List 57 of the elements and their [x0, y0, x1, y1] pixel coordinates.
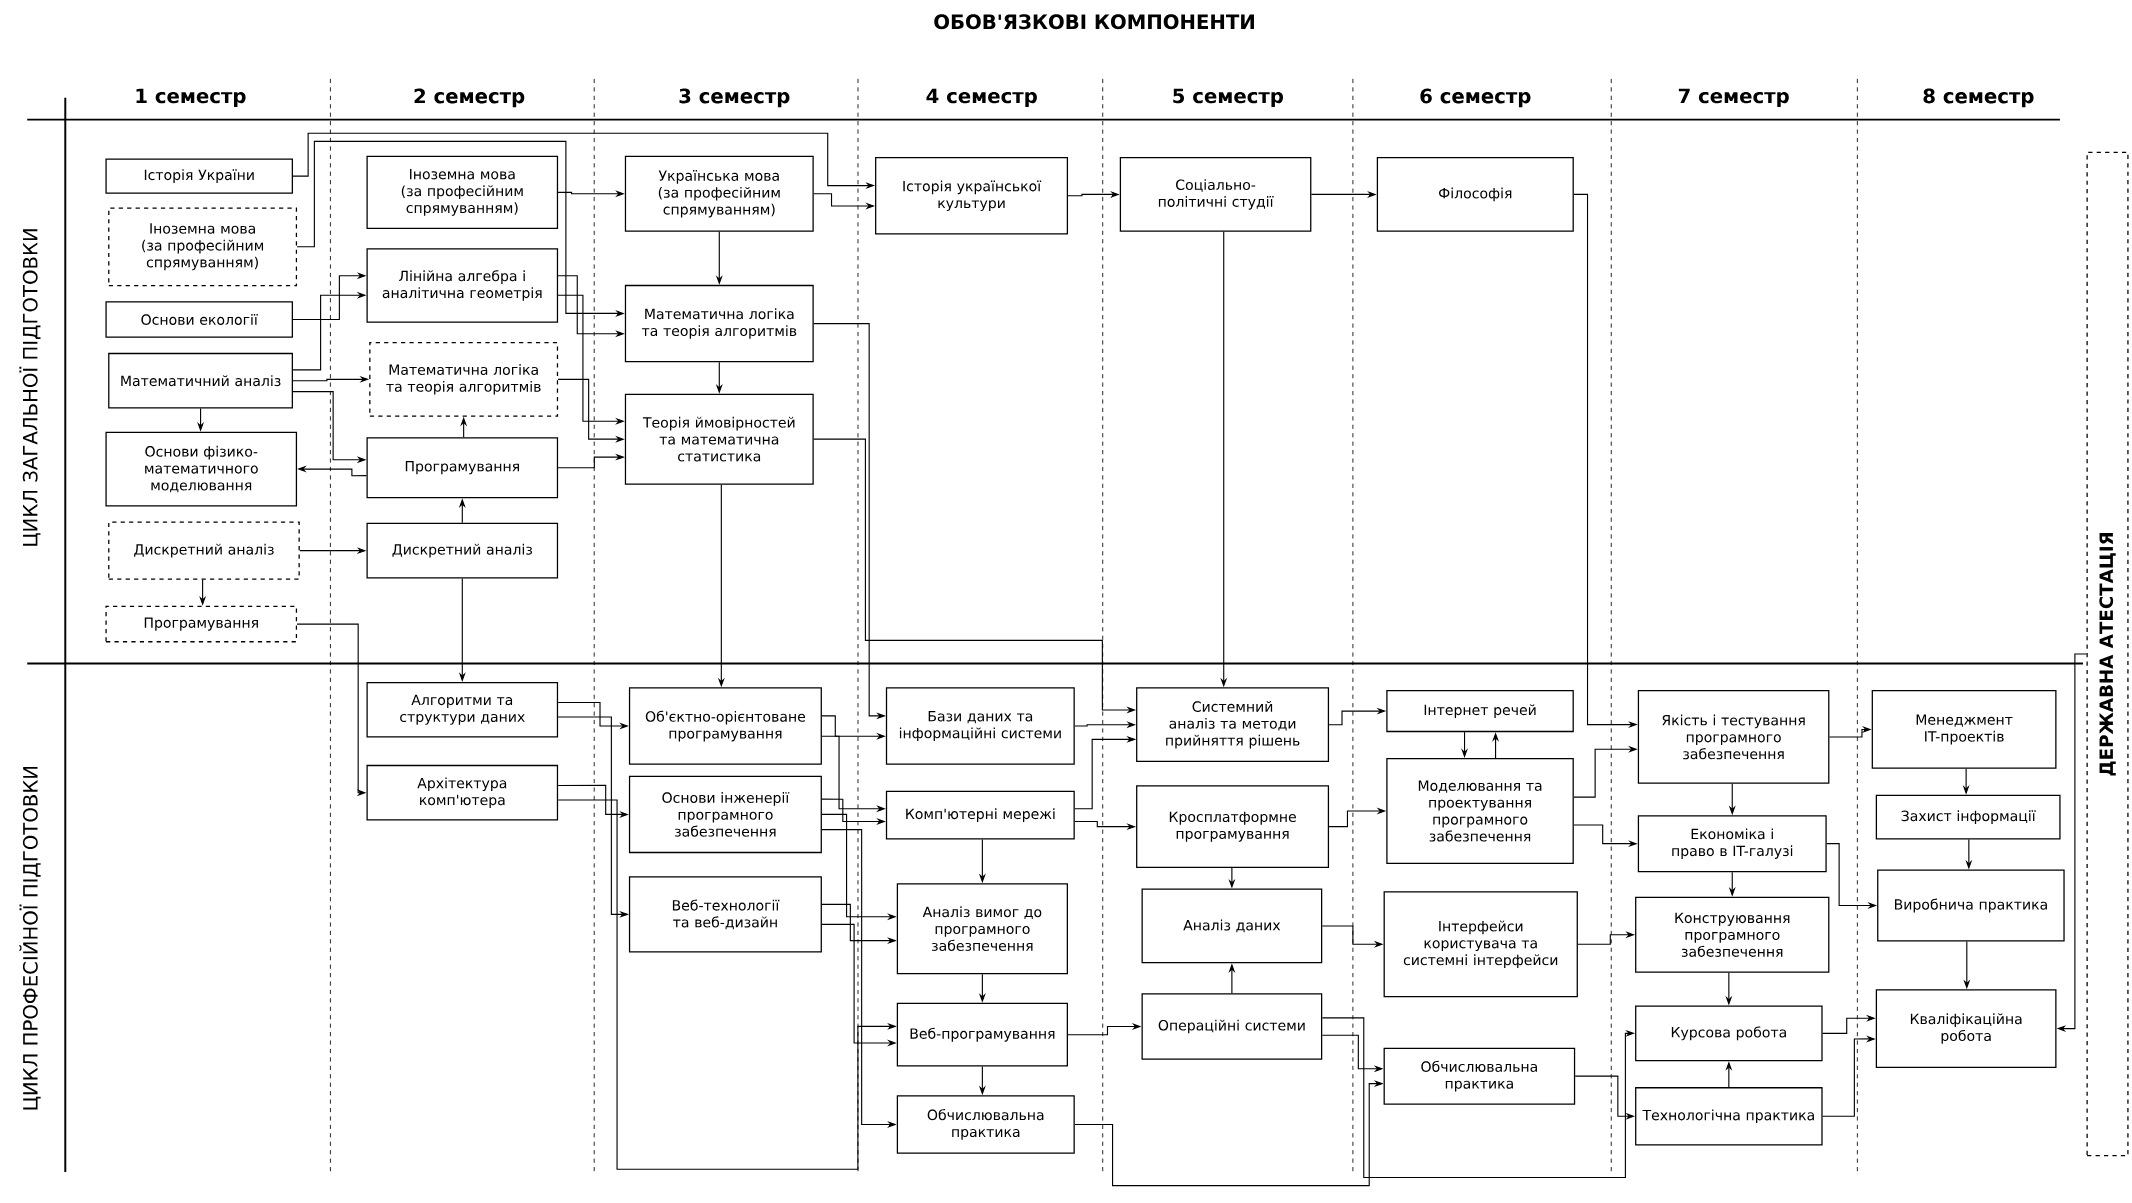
course-box: Виробнича практика — [1877, 869, 2065, 942]
course-box: Математичний аналіз — [108, 352, 293, 409]
course-box: Курсова робота — [1635, 1005, 1823, 1062]
course-box: Веб-програмування — [896, 1002, 1068, 1067]
dashed-course-box: Іноземна мова (за професійним спрямуванням) — [108, 207, 298, 287]
course-box: Українська мова (за професійним спрямуванням) — [624, 155, 814, 232]
course-box: Основи екології — [105, 301, 293, 338]
course-box: Захист інформації — [1875, 794, 2061, 840]
course-box: Системний аналіз та методи прийняття рішень — [1136, 687, 1330, 763]
course-box: Технологічна практика — [1635, 1087, 1823, 1146]
course-box: Кросплатформне програмування — [1136, 785, 1330, 869]
course-box: Інтернет речей — [1386, 690, 1574, 733]
course-box: Об'єктно-орієнтоване програмування — [628, 687, 822, 765]
course-box: Комп'ютерні мережі — [885, 790, 1075, 840]
course-box: Соціально-політичні студії — [1119, 157, 1312, 232]
course-box: Конструювання програмного забезпечення — [1635, 896, 1830, 973]
semester-header: 4 семестр — [926, 88, 1037, 108]
course-box: Обчислювальна практика — [1383, 1047, 1576, 1105]
dashed-box: ДЕРЖАВНА АТЕСТАЦІЯ — [2086, 151, 2129, 1157]
cycle-label: ЦИКЛ ПРОФЕСІЙНОЇ ПІДГОТОВКИ — [19, 766, 41, 1110]
course-box: Програмування — [366, 437, 559, 499]
course-box: Основи інженерії програмного забезпечення — [628, 775, 822, 854]
course-box: Дискретний аналіз — [366, 522, 559, 579]
cycle-label: ЦИКЛ ЗАГАЛЬНОЇ ПІДГОТОВКИ — [19, 229, 41, 546]
semester-header: 5 семестр — [1173, 88, 1283, 108]
dashed-course-box: Математична логіка та теорія алгоритмів — [369, 342, 559, 417]
dashed-course-box: Дискретний аналіз — [108, 521, 300, 580]
semester-header: 8 семестр — [1923, 88, 2034, 108]
title: ОБОВ'ЯЗКОВІ КОМПОНЕНТИ — [934, 14, 1254, 30]
course-box: Іноземна мова (за професійним спрямуванням) — [366, 155, 559, 230]
semester-header: 1 семестр — [136, 88, 246, 108]
semester-header: 7 семестр — [1678, 88, 1789, 108]
course-box: Математична логіка та теорія алгоритмів — [624, 284, 814, 363]
course-box: Основи фізико-математичного моделювання — [105, 431, 298, 507]
course-box: Теорія ймовірностей та математична статистика — [624, 393, 814, 485]
course-box: Філософія — [1376, 157, 1574, 232]
course-box: Аналіз даних — [1141, 888, 1323, 964]
course-box: Лінійна алгебра і аналітична геометрія — [366, 248, 559, 323]
course-box: Веб-технології та веб-дизайн — [628, 876, 822, 953]
course-box: Бази даних та інформаційні системи — [885, 687, 1075, 765]
course-box: Історія України — [105, 158, 293, 194]
course-box: Менеджмент IT-проектів — [1871, 690, 2057, 769]
semester-header: 6 семестр — [1420, 88, 1531, 108]
course-box: Кваліфікаційна робота — [1875, 989, 2057, 1068]
course-box: Обчислювальна практика — [896, 1095, 1075, 1154]
course-box: Операційні системи — [1141, 993, 1323, 1060]
course-box: Алгоритми та структури даних — [366, 681, 559, 738]
course-box: Інтерфейси користувача та системні інтерфейси — [1383, 891, 1578, 998]
course-box: Економіка і право в IT-галузі — [1637, 815, 1827, 873]
course-box: Аналіз вимог до програмного забезпечення — [896, 883, 1068, 975]
course-box: Моделювання та проектування програмного забезпечення — [1386, 758, 1574, 864]
semester-header: 3 семестр — [679, 88, 790, 108]
course-box: Архітектура комп'ютера — [366, 764, 559, 821]
course-box: Якість і тестування програмного забезпечення — [1637, 690, 1830, 784]
course-box: Історія української культури — [875, 157, 1069, 235]
dashed-course-box: Програмування — [105, 605, 298, 643]
semester-header: 2 семестр — [414, 88, 525, 108]
